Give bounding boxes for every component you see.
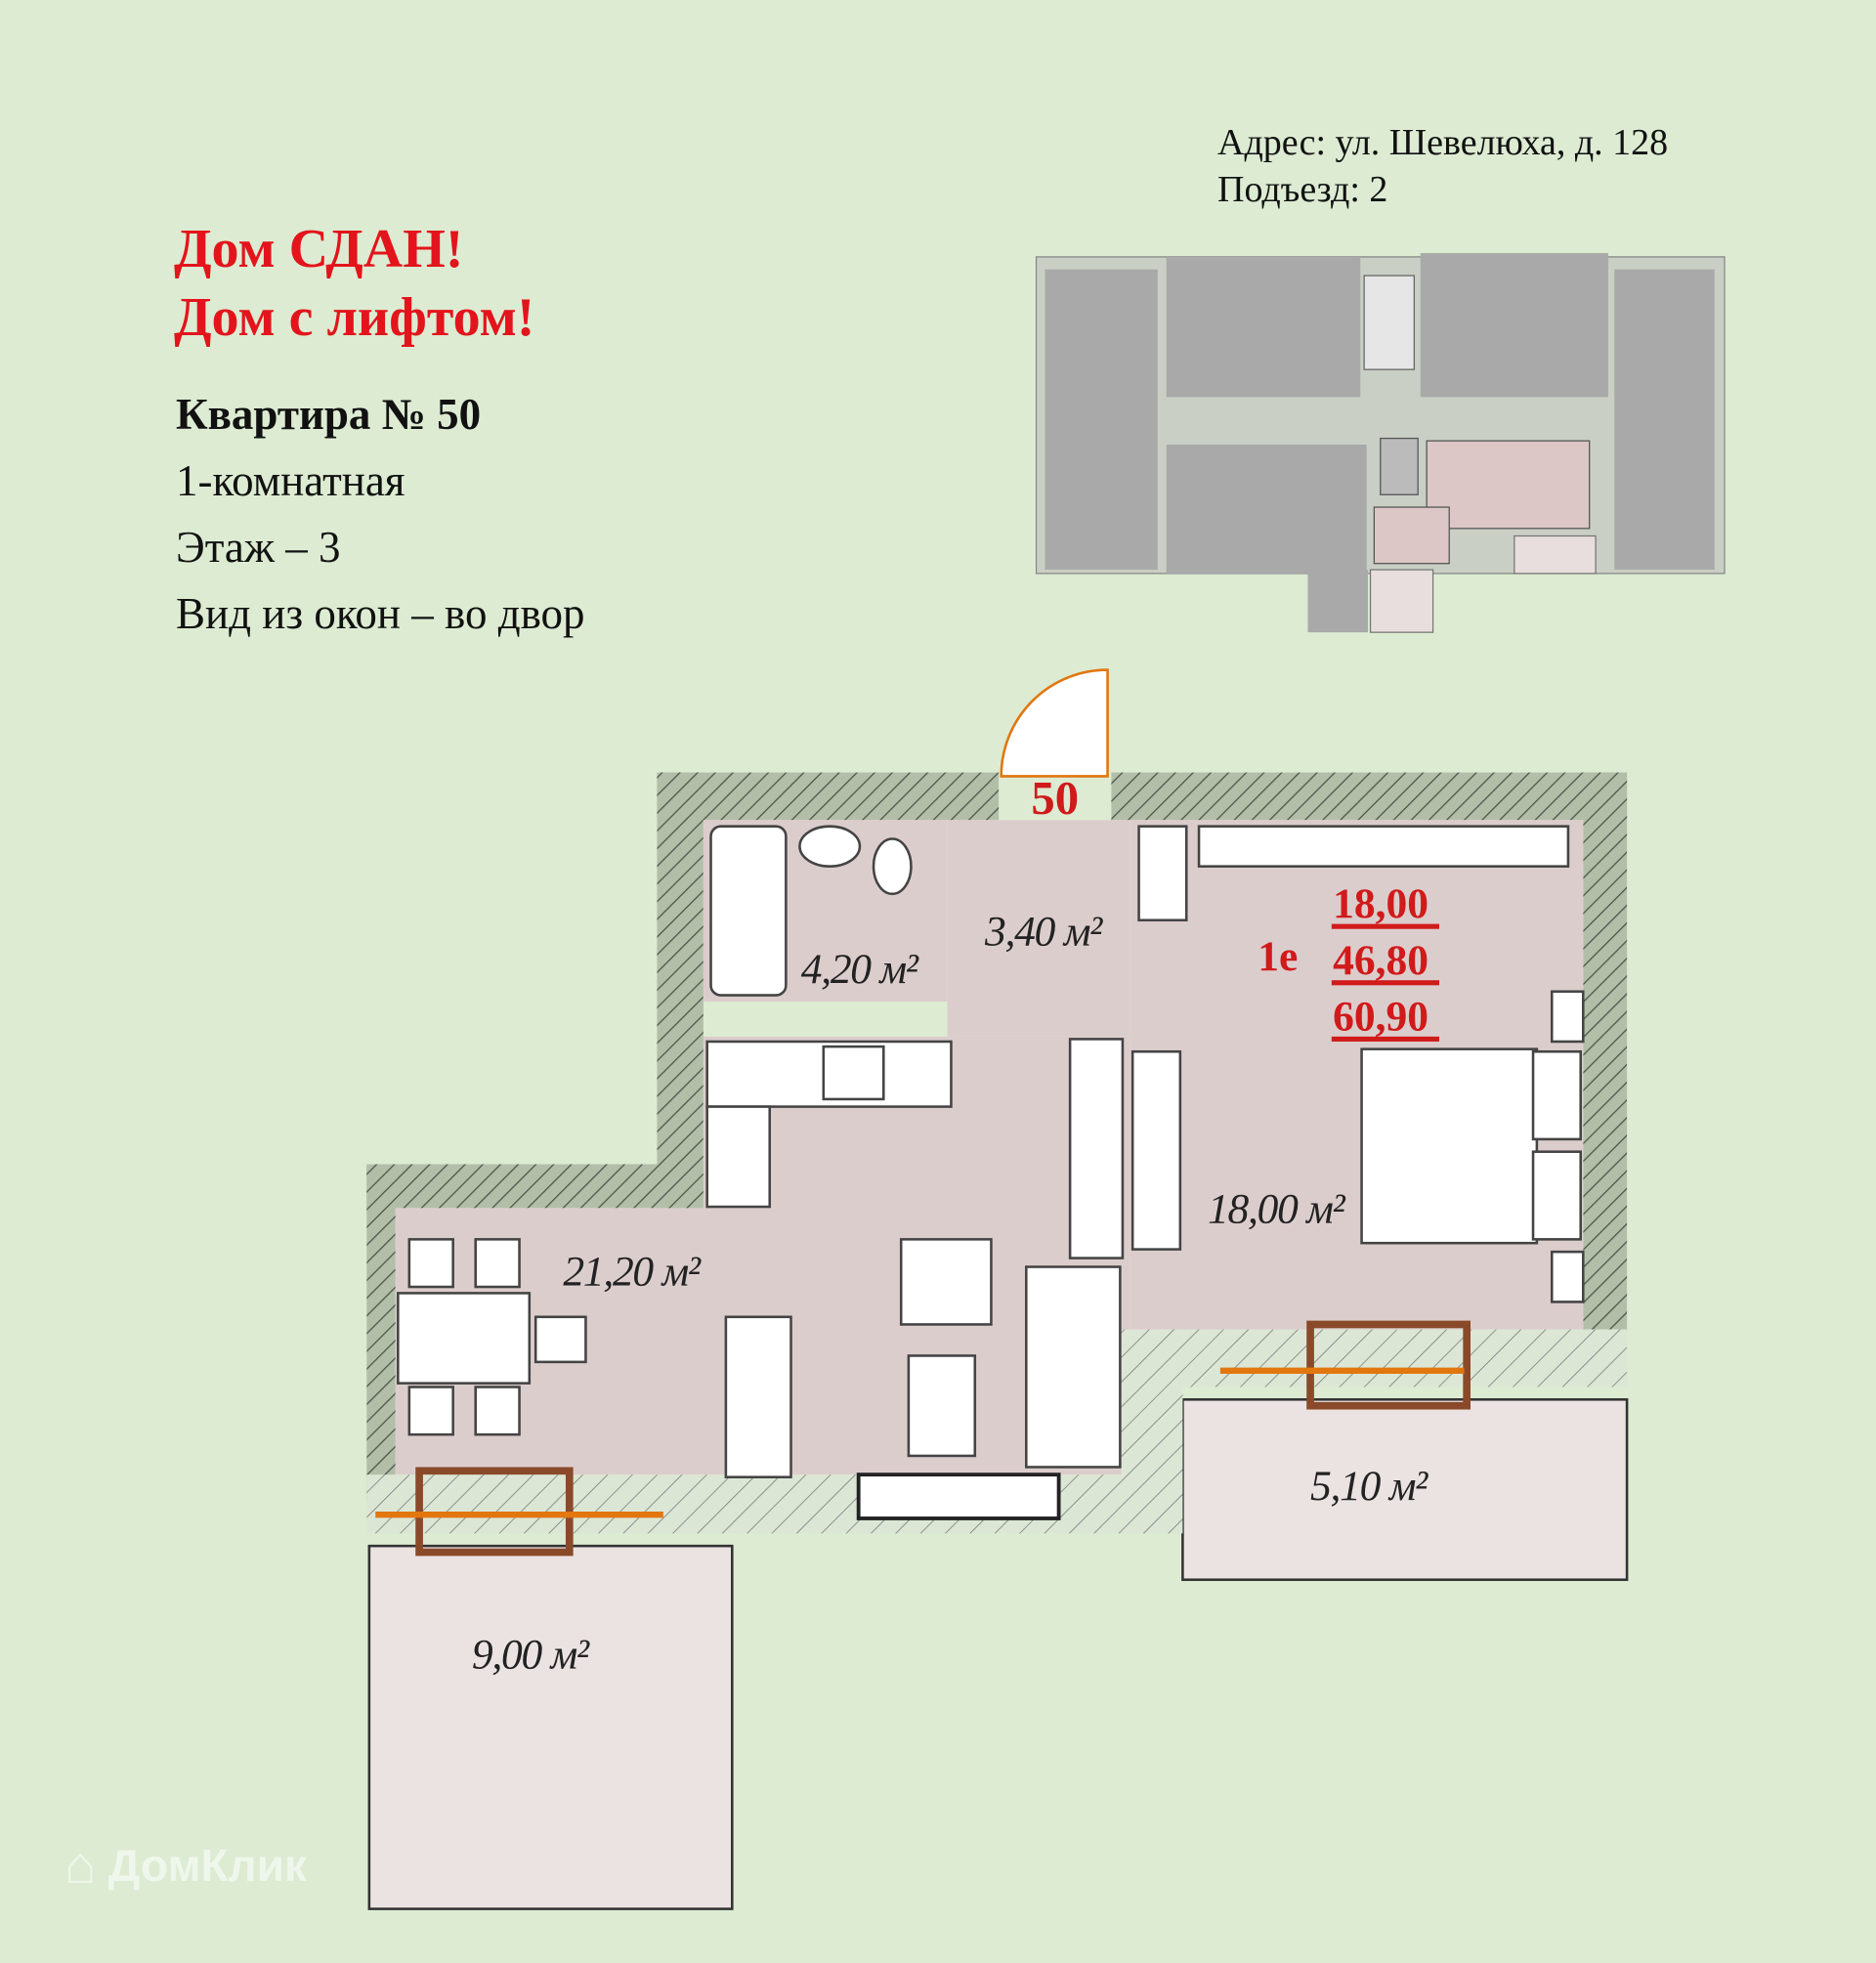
- promo-line-1: Дом СДАН!: [174, 219, 464, 279]
- apartment-info: Квартира № 50 1-комнатная Этаж – 3 Вид и…: [176, 381, 585, 647]
- total-area: 46,80: [1333, 937, 1428, 984]
- kitchen-counter-side: [705, 1105, 772, 1209]
- chair: [474, 1386, 521, 1436]
- house-logo-icon: ⌂: [64, 1836, 97, 1895]
- coffee-table: [907, 1354, 977, 1458]
- pillow: [1531, 1150, 1582, 1241]
- desk: [1130, 1049, 1182, 1251]
- wardrobe: [1137, 825, 1188, 922]
- key-plan-unit: [1420, 253, 1608, 398]
- nightstand: [1550, 990, 1585, 1044]
- promo-text: Дом СДАН! Дом с лифтом!: [174, 215, 534, 352]
- area-kitchen-living: 21,20 м²: [563, 1249, 702, 1296]
- address-entrance: Подъезд: 2: [1217, 169, 1388, 210]
- type-code: 1е: [1258, 933, 1298, 980]
- building-key-plan: [1035, 253, 1726, 633]
- windows: [375, 1320, 1471, 1557]
- bathtub: [709, 825, 788, 997]
- key-plan-unit: [1614, 269, 1715, 571]
- address-street: Адрес: ул. Шевелюха, д. 128: [1217, 122, 1669, 163]
- watermark-text: ДомКлик: [107, 1840, 308, 1891]
- key-plan-stairs: [1363, 275, 1416, 370]
- key-plan-balcony: [1369, 569, 1434, 633]
- living-area: 18,00: [1333, 880, 1428, 927]
- area-balcony-right: 5,10 м²: [1310, 1463, 1428, 1510]
- area-bathroom: 4,20 м²: [801, 946, 919, 993]
- furniture: [397, 825, 1585, 1478]
- room-hall: [947, 820, 1130, 1037]
- balcony-left: [367, 1544, 734, 1910]
- apartment-floor: Этаж – 3: [176, 523, 341, 572]
- dining-table: [397, 1292, 532, 1385]
- wardrobe-top: [1197, 825, 1570, 868]
- total-area-with-balcony: 60,90: [1333, 993, 1428, 1040]
- key-plan-unit: [1307, 570, 1368, 633]
- sofa: [1025, 1265, 1122, 1469]
- area-summary: 1е 18,00 46,80 60,90: [1258, 880, 1439, 1042]
- key-plan-highlighted-apartment: [1373, 506, 1450, 565]
- area-bedroom: 18,00 м²: [1208, 1186, 1346, 1233]
- chair: [474, 1238, 521, 1289]
- key-plan-unit: [1166, 256, 1361, 398]
- armchair: [899, 1238, 993, 1326]
- entrance-door-icon: [1000, 668, 1109, 778]
- area-balcony-left: 9,00 м²: [472, 1632, 590, 1679]
- door-number: 50: [1031, 772, 1079, 825]
- key-plan-highlighted-apartment: [1426, 440, 1591, 530]
- wardrobe-hall: [1068, 1038, 1125, 1259]
- key-plan-elevator: [1380, 437, 1419, 495]
- chair: [407, 1238, 454, 1289]
- balcony-right: [1181, 1398, 1629, 1582]
- promo-line-2: Дом с лифтом!: [174, 287, 535, 348]
- chair: [533, 1315, 587, 1364]
- walls: [366, 772, 1628, 1534]
- cabinet: [724, 1315, 792, 1478]
- watermark: ⌂ ДомКлик: [64, 1835, 307, 1896]
- pillow: [1531, 1049, 1582, 1141]
- underline: [1331, 1036, 1439, 1042]
- key-plan-balcony: [1514, 534, 1597, 575]
- address-block: Адрес: ул. Шевелюха, д. 128 Подъезд: 2: [1217, 119, 1668, 213]
- apartment-rooms: 1-комнатная: [176, 456, 405, 505]
- apartment-view: Вид из окон – во двор: [176, 589, 585, 638]
- bed: [1360, 1047, 1539, 1245]
- underline: [1331, 980, 1439, 986]
- apartment-title: Квартира № 50: [176, 390, 482, 439]
- area-hall: 3,40 м²: [984, 908, 1103, 955]
- key-plan-unit: [1166, 445, 1367, 574]
- nightstand: [1550, 1250, 1585, 1303]
- underline: [1331, 923, 1439, 929]
- sink: [798, 825, 862, 868]
- key-plan-unit: [1045, 269, 1158, 571]
- toilet: [872, 837, 913, 896]
- kitchen-sink: [822, 1045, 885, 1101]
- chair: [407, 1386, 454, 1436]
